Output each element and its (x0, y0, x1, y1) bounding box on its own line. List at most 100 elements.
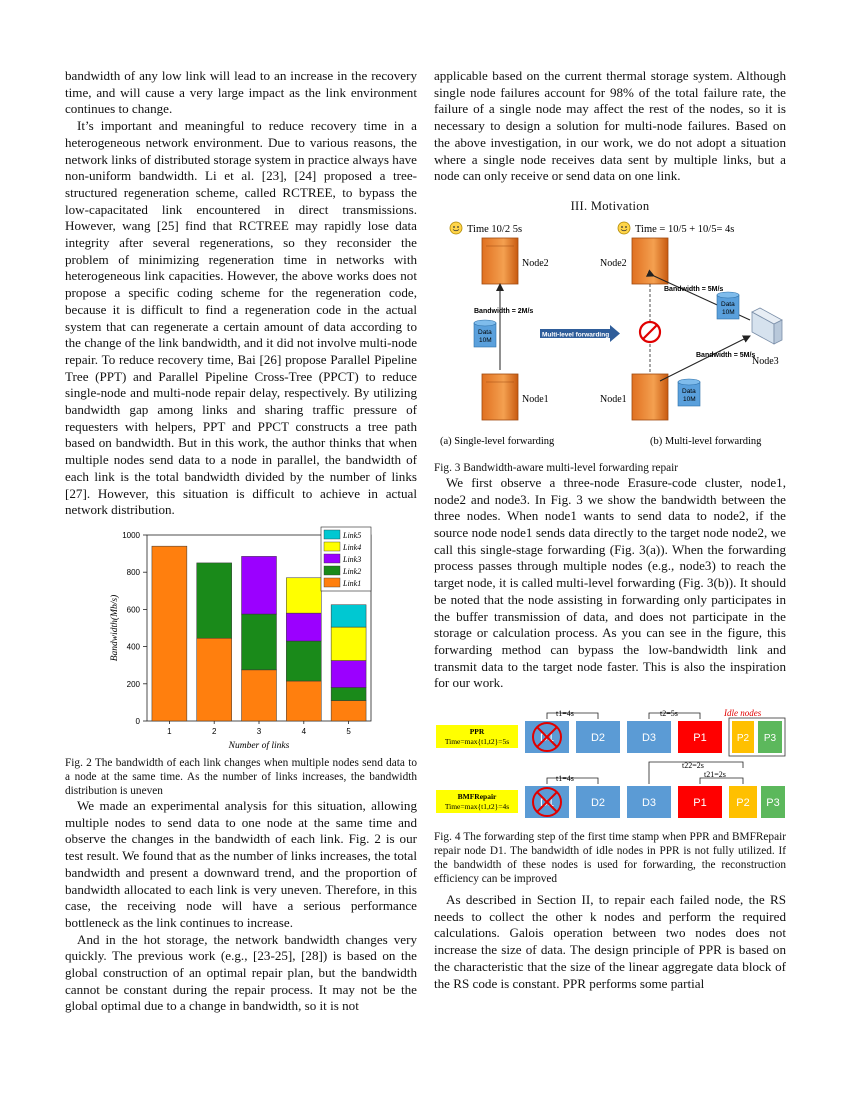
legend-swatch-link5 (323, 529, 341, 540)
ppr-block-p1-label: P1 (693, 732, 706, 744)
fig3-bw-b1: Bandwidth = 5M/s (664, 286, 723, 293)
database-icon (473, 319, 497, 348)
y-tick-label: 600 (127, 605, 141, 614)
x-tick-label: 1 (167, 727, 172, 736)
failed-x-icon (532, 787, 562, 818)
bar-link1-2 (196, 637, 232, 722)
fig2-caption: Fig. 2 The bandwidth of each link change… (65, 756, 417, 797)
fig3-bw-a: Bandwidth = 2M/s (474, 308, 533, 315)
fig3-size-b2: 10M (683, 396, 696, 403)
y-axis-label: Bandwidth(Mb/s) (109, 595, 120, 662)
bar-link1-3 (241, 669, 277, 722)
fig3-node2-b: Node2 (600, 258, 627, 269)
y-tick-label: 0 (136, 717, 141, 726)
smiley-icon (617, 221, 631, 235)
fig3-node2-a: Node2 (522, 258, 549, 269)
bar-link2-3 (241, 613, 277, 671)
legend-label-link2: Link2 (342, 567, 361, 576)
ppr-block-d2 (576, 721, 620, 754)
right-paragraph-3: As described in Section II, to repair ea… (434, 892, 786, 991)
bar-link1-5 (330, 700, 367, 722)
bar-link1-4 (286, 680, 322, 722)
fig3-node3: Node3 (752, 356, 779, 367)
right-column: applicable based on the current thermal … (434, 68, 786, 992)
bar-link4-4 (286, 577, 322, 614)
fig3-bw-b2: Bandwidth = 5M/s (696, 352, 755, 359)
legend-label-link3: Link3 (342, 555, 361, 564)
fig3-data-b1: Data (721, 301, 735, 308)
y-tick-label: 200 (127, 680, 141, 689)
server-rack-icon (751, 307, 783, 345)
prohibited-icon (638, 320, 662, 344)
left-column: bandwidth of any low link will lead to a… (65, 68, 417, 1015)
ppr-block-d3-label: D3 (642, 732, 656, 744)
bar-link5-5 (330, 604, 367, 628)
right-paragraph-2: We first observe a three-node Erasure-co… (434, 474, 786, 691)
ppr-block-d3 (627, 721, 671, 754)
server-icon (481, 373, 519, 421)
left-paragraph-3: We made an experimental analysis for thi… (65, 797, 417, 930)
x-tick-label: 2 (212, 727, 217, 736)
fig3-node1-b: Node1 (600, 394, 627, 405)
legend-swatch-link1 (323, 577, 341, 588)
y-tick-label: 400 (127, 643, 141, 652)
fig4-caption: Fig. 4 The forwarding step of the first … (434, 831, 786, 886)
bmf-label: BMFRepair (458, 792, 497, 801)
bmf-block-p3 (761, 786, 785, 819)
bar-link2-5 (330, 687, 367, 701)
ppr-time: Time=max{t1,t2}=5s (445, 737, 509, 746)
left-paragraph-1: bandwidth of any low link will lead to a… (65, 68, 417, 117)
ppr-block-p3-label: P3 (764, 733, 777, 744)
bmf-block-p1 (678, 786, 722, 819)
x-tick-label: 5 (346, 727, 351, 736)
fig3-time-a: Time 10/2 5s (467, 224, 522, 235)
bmf-block-p2-label: P2 (736, 797, 749, 809)
idle-nodes-label: Idle nodes (723, 708, 762, 718)
bmf-t22-label: t22=2s (682, 761, 704, 770)
bmf-t1-label: t1=4s (556, 774, 574, 783)
bar-link3-4 (286, 612, 322, 642)
ppr-block-p1 (678, 721, 722, 754)
fig4-diagram: PPR Time=max{t1,t2}=5s D1 D2 D3 P1 P2 P3… (436, 708, 786, 819)
bmf-block-p3-label: P3 (766, 797, 779, 809)
ppr-block-d2-label: D2 (591, 732, 605, 744)
smiley-icon (449, 221, 463, 235)
ppr-block-p3 (758, 721, 782, 754)
fig3-caption: Fig. 3 Bandwidth-aware multi-level forwa… (434, 461, 679, 474)
fig3-sub-b: (b) Multi-level forwarding (650, 436, 762, 447)
bmf-block-d2-label: D2 (591, 797, 605, 809)
fig3-time-b: Time = 10/5 + 10/5= 4s (635, 224, 734, 235)
x-tick-label: 3 (257, 727, 262, 736)
legend-swatch-link2 (323, 565, 341, 576)
fig3-size-b1: 10M (722, 309, 735, 316)
fig3-node1-a: Node1 (522, 394, 549, 405)
fig3-diagram: Time 10/2 5s Node2 Bandwidth = 2M/s Data… (440, 221, 783, 447)
server-icon (481, 237, 519, 285)
x-axis-label: Number of links (228, 740, 290, 750)
left-paragraph-4: And in the hot storage, the network band… (65, 931, 417, 1014)
database-icon (677, 378, 701, 407)
forwarding-arrow-icon (540, 324, 620, 342)
fig3-size-a: 10M (479, 337, 492, 344)
ppr-block-p2 (732, 721, 754, 754)
fig3-arrow-label: Multi-level forwarding (542, 331, 609, 338)
legend-swatch-link3 (323, 553, 341, 564)
server-icon (631, 237, 669, 285)
section-heading: III. Motivation (570, 198, 650, 213)
bmf-label-box (436, 790, 518, 814)
right-paragraph-1: applicable based on the current thermal … (434, 68, 786, 184)
bmf-block-d3 (627, 786, 671, 819)
server-icon (631, 373, 669, 421)
legend-label-link1: Link1 (342, 579, 361, 588)
bar-link3-5 (330, 660, 367, 688)
left-paragraph-2: It’s important and meaningful to reduce … (65, 118, 417, 518)
ppr-t1-label: t1=4s (556, 709, 574, 718)
failed-x-icon (532, 722, 562, 753)
x-tick-label: 4 (302, 727, 307, 736)
fig3-data-a: Data (478, 329, 492, 336)
fig3-data-b2: Data (682, 388, 696, 395)
y-tick-label: 800 (127, 568, 141, 577)
idle-nodes-box (728, 717, 786, 757)
legend-swatch-link4 (323, 541, 341, 552)
bmf-t21-label: t21=2s (704, 770, 726, 779)
